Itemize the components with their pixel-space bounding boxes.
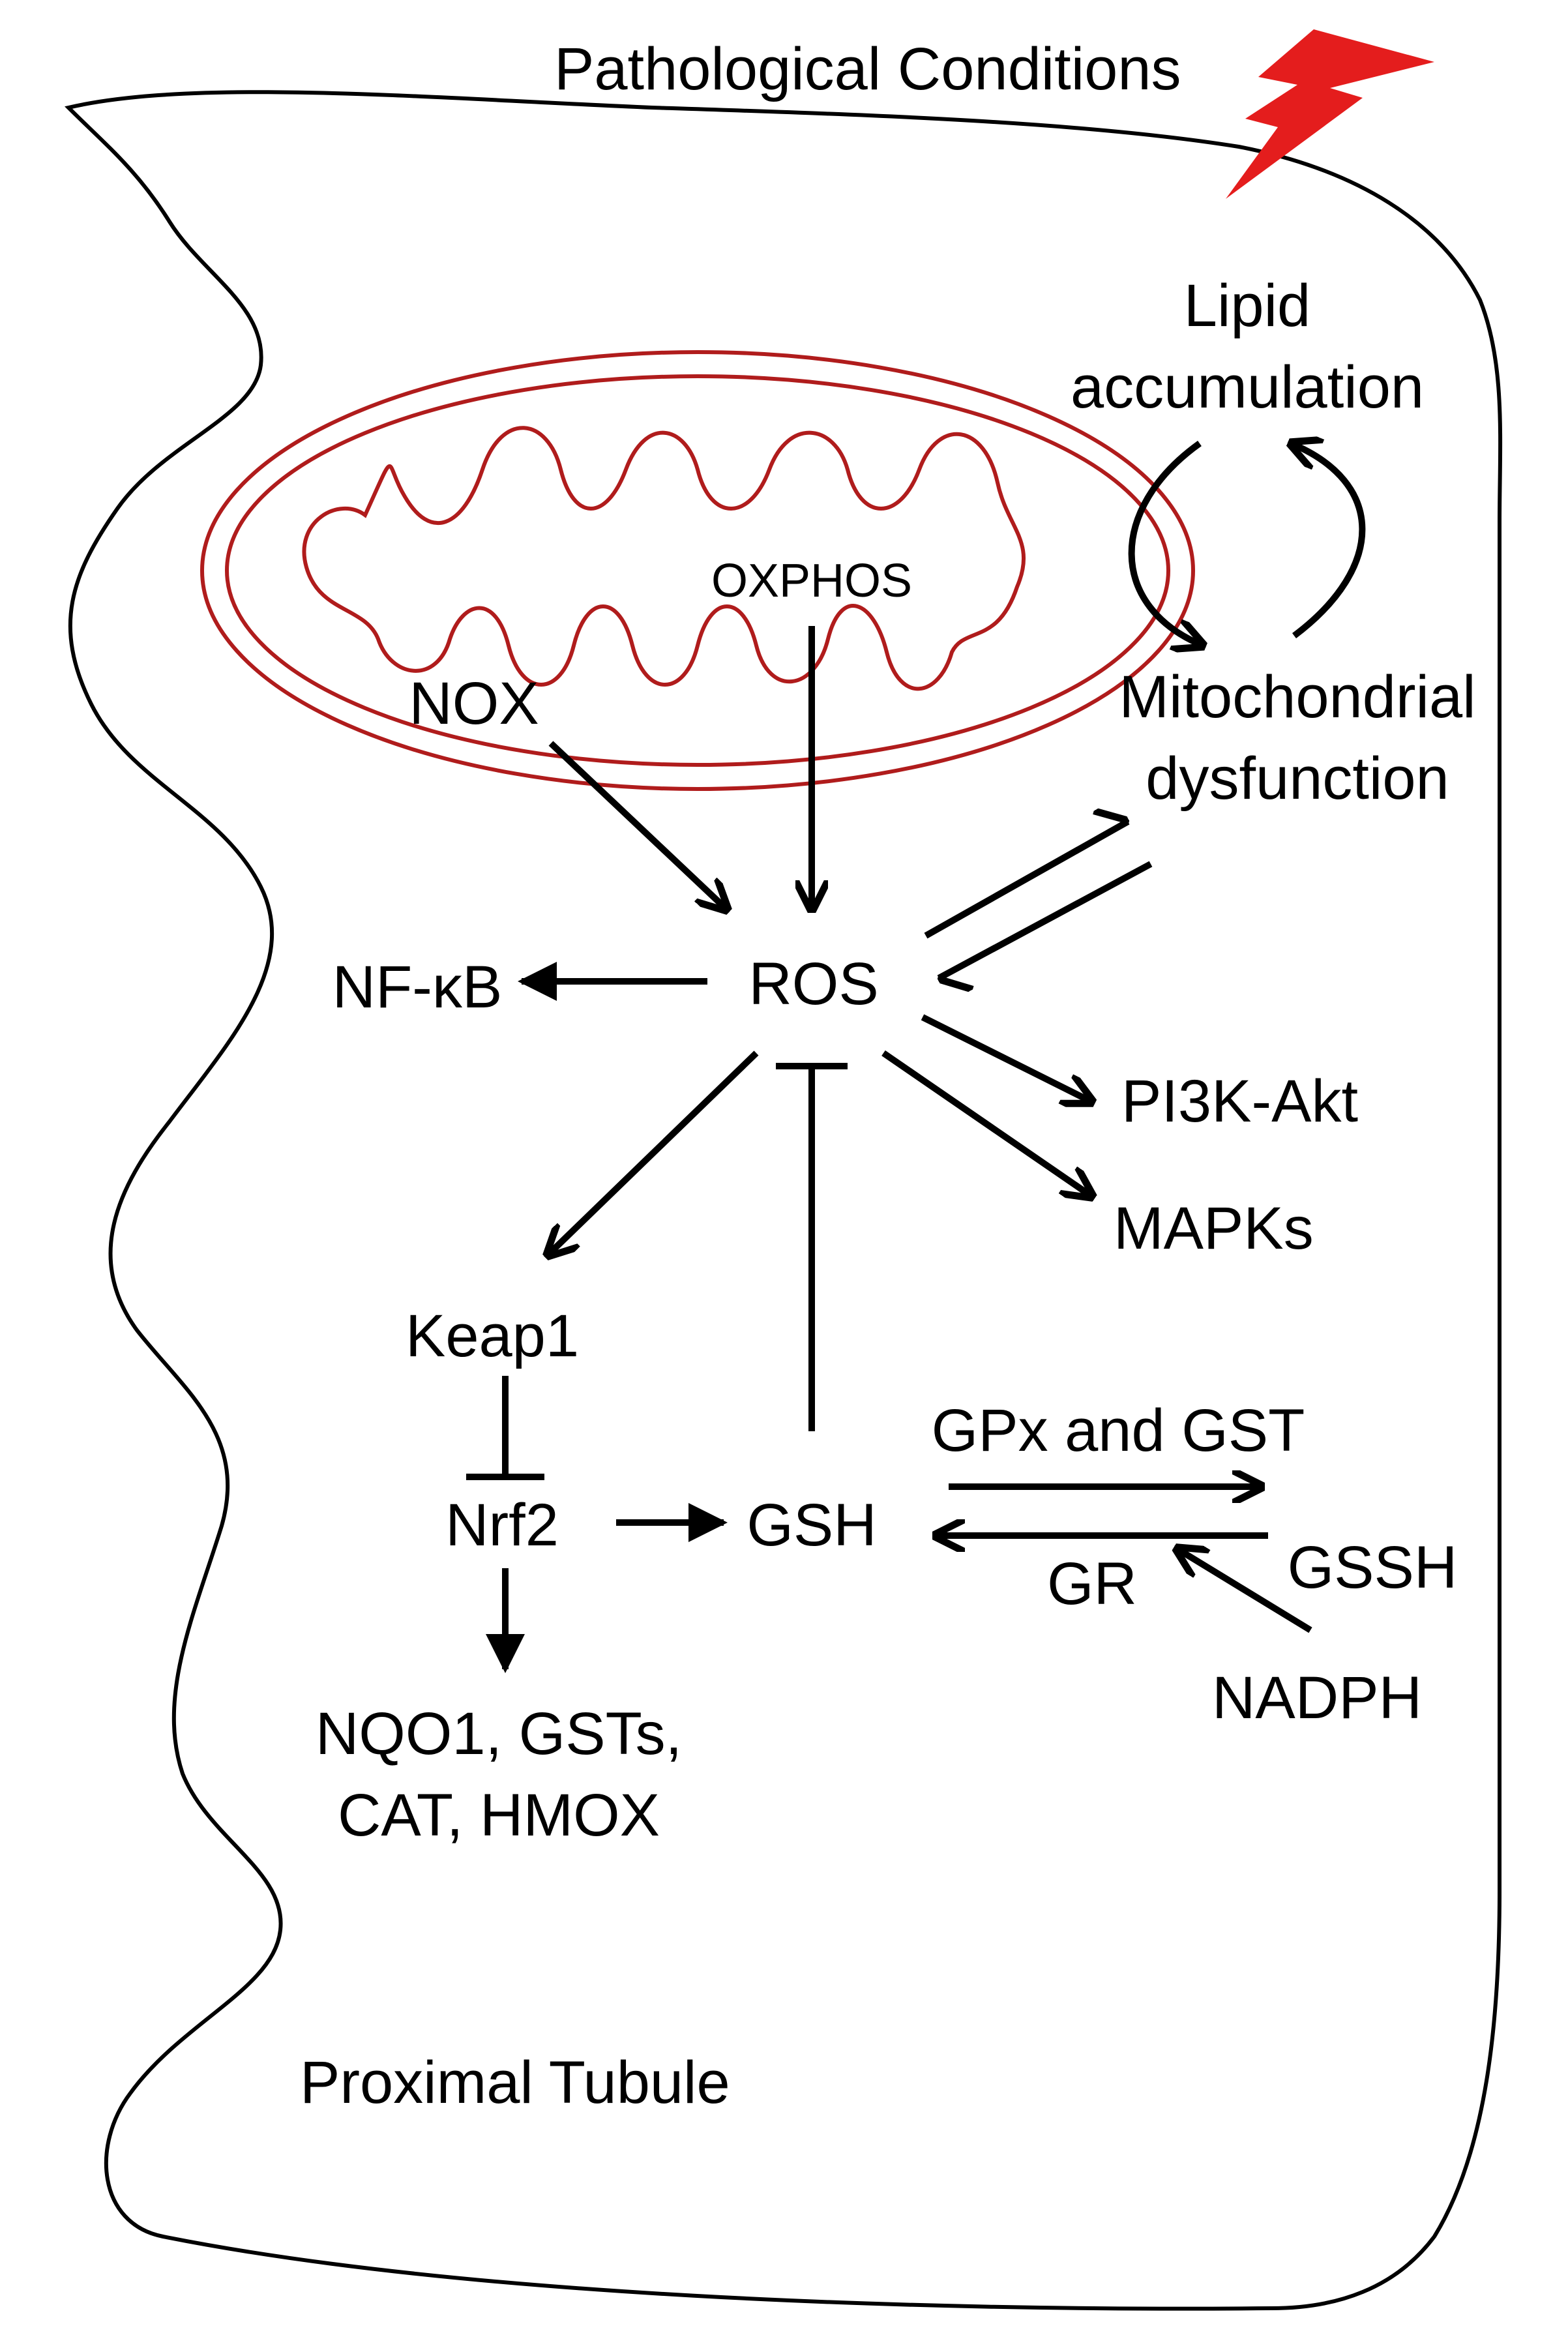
node-lipid-line2: accumulation: [1071, 354, 1424, 421]
node-ros: ROS: [748, 951, 878, 1017]
mitochondrion-icon: [200, 350, 1195, 791]
node-nrf2: Nrf2: [445, 1492, 559, 1558]
mitochondrion-inner-boundary: [225, 374, 1170, 767]
edge-ros-to-pi3k: [921, 1014, 1092, 1102]
label-gr: GR: [1047, 1551, 1137, 1617]
edge-nox-to-ros: [548, 741, 727, 910]
mitochondrion-cristae: [302, 426, 1026, 691]
node-nfkb: NF-κB: [333, 954, 503, 1020]
node-oxphos: OXPHOS: [711, 555, 912, 607]
edge-nadph-to-gr: [1177, 1549, 1312, 1633]
label-gpx-gst: GPx and GST: [932, 1397, 1305, 1464]
edge-mito-to-ros: [939, 861, 1153, 978]
edge-ros-to-keap1: [548, 1050, 759, 1255]
cell-label: Proximal Tubule: [300, 2049, 730, 2116]
mitochondrion-outer-membrane: [200, 350, 1195, 791]
node-mito-line2: dysfunction: [1146, 745, 1449, 812]
node-keap1: Keap1: [406, 1303, 579, 1369]
edge-lipid-to-mito: [1128, 440, 1203, 646]
node-lipid-line1: Lipid: [1184, 273, 1310, 339]
node-nox: NOX: [409, 670, 539, 737]
edge-ros-to-mito: [924, 822, 1128, 939]
node-mapks: MAPKs: [1114, 1195, 1314, 1262]
edge-ros-to-mapks: [881, 1050, 1092, 1197]
title-label: Pathological Conditions: [554, 36, 1181, 102]
node-nadph: NADPH: [1212, 1665, 1422, 1731]
cell-membrane: [65, 90, 1503, 2311]
node-pi3k: PI3K-Akt: [1121, 1068, 1358, 1135]
lightning-bolt-icon: [1226, 29, 1434, 199]
node-targets-line2: CAT, HMOX: [338, 1782, 660, 1849]
node-mito-line1: Mitochondrial: [1119, 664, 1475, 730]
node-targets-line1: NQO1, GSTs,: [316, 1701, 682, 1767]
edge-mito-to-lipid: [1291, 443, 1366, 638]
node-gsh: GSH: [747, 1492, 876, 1558]
node-gssh: GSSH: [1288, 1534, 1458, 1601]
